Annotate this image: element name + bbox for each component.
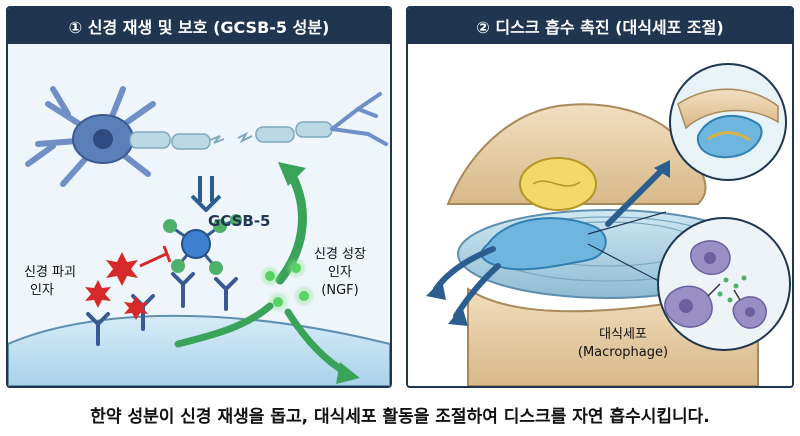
cell-membrane [8,314,390,386]
ngf-label-line2: 인자 [328,265,352,280]
neuron [25,86,156,187]
absorption-arrow-left2-head [448,306,468,326]
caption: 한약 성분이 신경 재생을 돕고, 대식세포 활동을 조절하여 디스크를 자연 … [90,406,710,427]
nerve-regeneration-illustration: GCSB-5 신경 파괴 인자 신경 성장 [8,44,390,386]
absorption-arrow-left-head [426,280,446,300]
down-arrow-icon [190,176,222,212]
panel-nerve-regeneration: ① 신경 재생 및 보호 (GCSB-5 성분) [6,6,392,388]
damage-factor-icons [85,252,148,320]
disc-absorption-illustration: 대식세포 (Macrophage) [408,44,792,386]
macrophage-label-line2: (Macrophage) [578,345,668,360]
absorption-arrow-up-head [654,160,670,178]
neuron-nucleus [93,129,113,149]
damage-label-line2: 인자 [30,283,54,298]
particles [717,275,747,303]
axon [129,92,388,150]
magnified-disc-view [669,63,787,181]
inhibition-mark [139,245,172,268]
regrowth-arrow-head [278,162,306,186]
ngf-label-line1: 신경 성장 [314,247,366,262]
panel-disc-absorption: ② 디스크 흡수 촉진 (대식세포 조절) [406,6,794,388]
molecule-label: GCSB-5 [208,212,271,230]
axon-break-left [209,135,225,144]
panel-right-illustration: 대식세포 (Macrophage) [408,44,792,386]
vertebra-upper [446,102,730,205]
panel-left-title: ① 신경 재생 및 보호 (GCSB-5 성분) [8,8,390,44]
damage-label-line1: 신경 파괴 [24,265,76,280]
absorption-arrow-up [605,167,665,227]
panel-left-illustration: GCSB-5 신경 파괴 인자 신경 성장 [8,44,390,386]
herniated-nucleus [480,217,607,271]
ngf-label-line3: (NGF) [321,283,358,298]
gcsb5-molecule [163,214,242,275]
axon-terminal [330,92,388,146]
ngf-arrow-right-head [336,362,360,384]
ngf-arrow-left [174,302,274,348]
panel-right-title: ② 디스크 흡수 촉진 (대식세포 조절) [408,8,792,44]
macrophage-label-line1: 대식세포 [599,327,647,342]
axon-break-right [237,131,253,144]
magnified-macrophage-view [657,217,791,351]
engulf-arrows [707,283,741,301]
